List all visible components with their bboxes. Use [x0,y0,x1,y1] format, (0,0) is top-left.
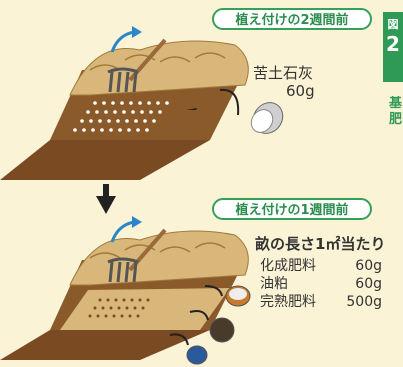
list-item: 化成肥料 60g [260,257,382,275]
fertilizer-amount: 60g [355,276,382,292]
figure-tab-label: 図 [387,18,399,31]
top-lime-dots [73,101,169,132]
list-item: 油粕 60g [260,275,382,293]
header-two-weeks-before: 植え付けの2週間前 [212,8,372,30]
lime-name-label: 苦土石灰 [253,64,314,82]
figure-number-tab: 図 2 [383,12,403,82]
turn-soil-arrow-icon [110,30,135,53]
bottom-soil-bed [0,216,251,365]
top-bed-side [0,140,210,180]
fertilizer-cups-icon [169,285,251,365]
fertilizer-name: 油粕 [260,276,288,292]
ridge-length-title: 畝の長さ1㎡当たり [255,235,386,253]
fertilizer-list: 化成肥料 60g 油粕 60g 完熟肥料 500g [260,257,382,311]
down-arrow-icon [96,184,116,214]
side-heading-text: 基肥 [388,96,402,127]
header-one-week-before: 植え付けの1週間前 [212,198,372,220]
lime-amount-label: 60g [286,82,315,100]
fertilizer-name: 化成肥料 [260,258,316,274]
figure-tab-number: 2 [386,32,400,56]
list-item: 完熟肥料 500g [260,293,382,311]
fertilizer-amount: 500g [346,294,382,310]
fertilizer-amount: 60g [355,258,382,274]
fertilizer-name: 完熟肥料 [260,294,316,310]
lime-cup-icon [186,88,284,134]
garden-fork-icon [107,38,167,93]
turn-soil-arrow-icon-2 [110,220,135,243]
top-soil-bed [0,26,284,180]
garden-fork-icon-2 [107,228,167,283]
